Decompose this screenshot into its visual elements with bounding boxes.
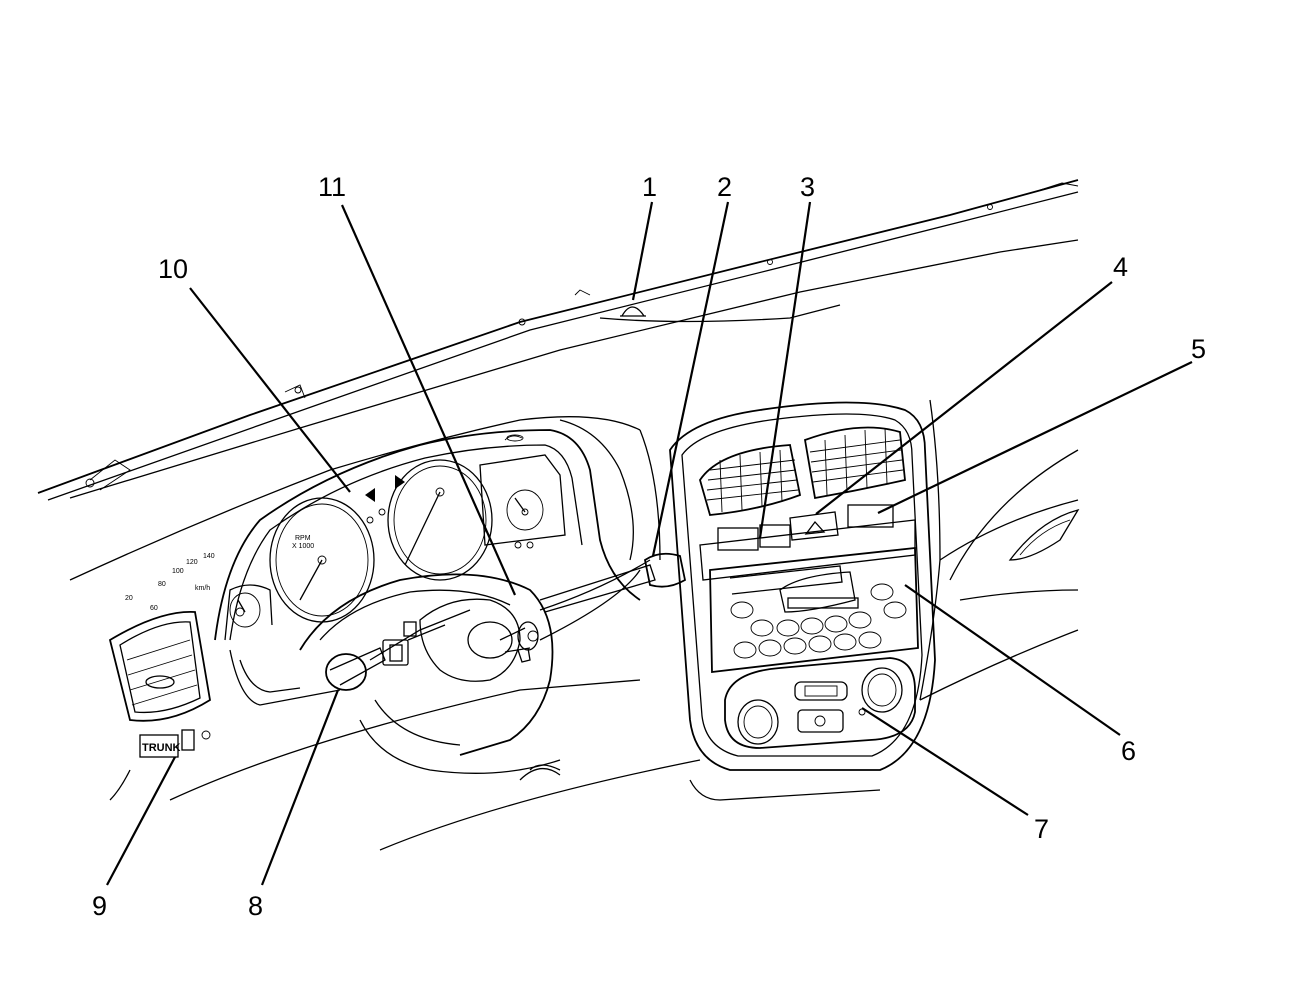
fuel-gauge — [479, 454, 566, 549]
center-stack-bezel — [669, 401, 936, 771]
callout-9: 9 — [92, 891, 107, 921]
hvac-control-panel — [724, 657, 916, 749]
leader-5 — [877, 361, 1193, 514]
leader-7 — [861, 707, 1029, 816]
cluster-lower-trim — [229, 649, 341, 706]
wiper-stalk — [539, 552, 687, 613]
speedo-tick-20: 20 — [125, 595, 133, 602]
leader-3 — [758, 201, 812, 539]
center-switch-row — [699, 504, 916, 581]
trunk-release-switch: TRUNK — [139, 729, 211, 758]
callout-8: 8 — [248, 891, 263, 921]
trunk-switch-label: TRUNK — [142, 742, 181, 754]
left-air-vent — [108, 611, 211, 722]
center-air-vent-right — [803, 426, 906, 500]
speedo-tick-140: 140 — [203, 553, 215, 560]
callout-1: 1 — [642, 172, 657, 202]
center-air-vent-left — [699, 444, 802, 516]
leader-1 — [631, 201, 654, 301]
turn-signal-stalk — [325, 621, 446, 691]
callout-6: 6 — [1121, 736, 1136, 766]
callout-leaders — [106, 201, 1193, 886]
callout-10: 10 — [158, 254, 188, 284]
speedo-tick-120: 120 — [186, 559, 198, 566]
radio-head-unit — [709, 547, 919, 674]
callout-3: 3 — [800, 172, 815, 202]
speedo-tick-60: 60 — [150, 605, 158, 612]
leader-11 — [340, 204, 517, 596]
callout-11: 11 — [318, 172, 346, 202]
tach-rpm-label: RPM — [295, 535, 311, 542]
callout-5: 5 — [1191, 334, 1206, 364]
callout-2: 2 — [717, 172, 732, 202]
leader-6 — [904, 584, 1121, 736]
leader-8 — [260, 689, 340, 886]
callout-numbers: 1 2 3 4 5 6 7 8 9 10 11 — [92, 172, 1206, 921]
callout-4: 4 — [1113, 252, 1128, 282]
leader-4 — [815, 281, 1113, 515]
turn-signal-indicators — [365, 475, 405, 524]
leader-2 — [651, 201, 730, 557]
center-lower-console — [519, 768, 881, 801]
defroster-sensor — [620, 306, 646, 317]
speedo-tick-100: 100 — [172, 568, 184, 575]
tach-scale-label: X 1000 — [292, 543, 314, 550]
speedometer-gauge: km/h 80 100 120 140 60 20 — [125, 459, 493, 612]
dashboard-top-edge — [37, 179, 1079, 501]
dash-body-contours — [69, 399, 1080, 851]
temp-gauge — [224, 584, 273, 641]
steering-column — [299, 559, 651, 774]
instrument-cluster-hood — [214, 429, 641, 641]
speedo-tick-80: 80 — [158, 581, 166, 588]
callout-7: 7 — [1034, 814, 1049, 844]
leader-9 — [106, 756, 176, 886]
tachometer-gauge: RPM X 1000 — [269, 497, 375, 623]
speedo-kmh-label: km/h — [195, 585, 210, 592]
leader-10 — [189, 287, 351, 493]
